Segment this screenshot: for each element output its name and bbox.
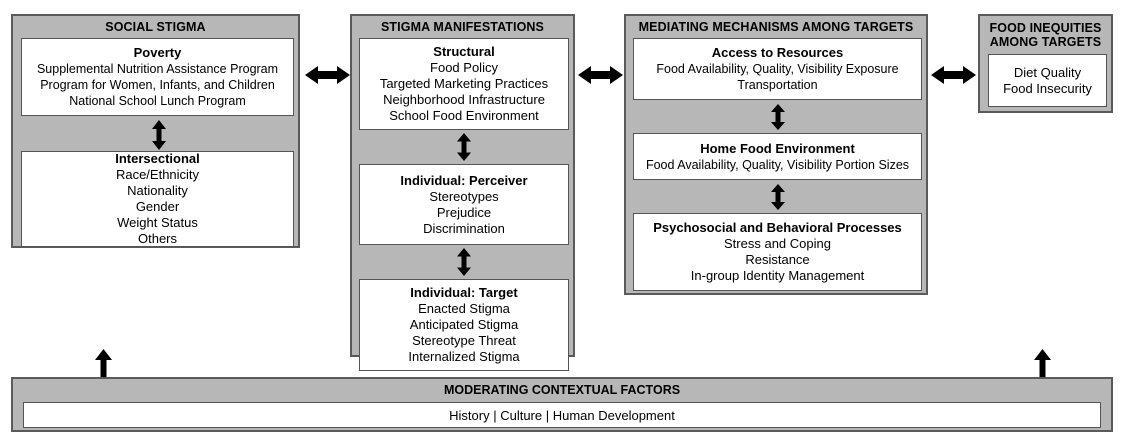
box-line: Internalized Stigma <box>408 349 520 364</box>
box-heading-intersectional: Intersectional <box>115 151 200 166</box>
box-line: Food Availability, Quality, Visibility P… <box>645 157 910 172</box>
panel-title-social-stigma: SOCIAL STIGMA <box>105 20 206 34</box>
up-arrow-left <box>94 349 113 380</box>
box-line: Food Insecurity <box>1003 80 1092 96</box>
box-diet-quality: Diet Quality Food Insecurity <box>988 54 1107 107</box>
panel-title-moderating-contextual-factors: MODERATING CONTEXTUAL FACTORS <box>443 383 681 397</box>
box-line: Neighborhood Infrastructure <box>383 92 545 107</box>
double-headed-vertical-arrow-c2-a <box>456 133 472 161</box>
double-headed-vertical-arrow-c2-b <box>456 248 472 276</box>
box-line: Program for Women, Infants, and Children <box>40 78 275 92</box>
panel-title-line-2: AMONG TARGETS <box>989 35 1102 49</box>
box-heading-individual-target: Individual: Target <box>410 285 518 300</box>
box-line: History | Culture | Human Development <box>449 407 675 423</box>
box-heading-structural: Structural <box>433 44 495 59</box>
box-line: School Food Environment <box>389 108 539 123</box>
box-line: Stereotype Threat <box>412 333 516 348</box>
box-heading-individual-perceiver: Individual: Perceiver <box>400 172 528 188</box>
box-line: Gender <box>135 199 180 214</box>
panel-stigma-manifestations: STIGMA MANIFESTATIONS Structural Food Po… <box>350 14 575 371</box>
box-line: Supplemental Nutrition Assistance Progra… <box>36 62 279 76</box>
box-individual-perceiver: Individual: Perceiver Stereotypes Prejud… <box>359 164 569 245</box>
double-headed-horizontal-arrow-3 <box>931 63 976 87</box>
box-line: Prejudice <box>436 204 492 220</box>
box-line: Nationality <box>127 183 188 198</box>
box-history-culture-human-development: History | Culture | Human Development <box>23 402 1101 428</box>
box-heading-poverty: Poverty <box>133 45 182 60</box>
panel-title-mediating-mechanisms: MEDIATING MECHANISMS AMONG TARGETS <box>638 20 914 34</box>
box-home-food-environment: Home Food Environment Food Availability,… <box>633 133 922 180</box>
box-intersectional: Intersectional Race/Ethnicity Nationalit… <box>21 151 294 247</box>
box-heading-psychosocial-behavioral: Psychosocial and Behavioral Processes <box>653 220 902 235</box>
box-heading-access-to-resources: Access to Resources <box>711 45 844 60</box>
panel-food-inequities: FOOD INEQUITIES AMONG TARGETS Diet Quali… <box>978 14 1113 113</box>
double-headed-horizontal-arrow-2 <box>578 63 623 87</box>
box-line: Enacted Stigma <box>418 301 510 316</box>
box-individual-target: Individual: Target Enacted Stigma Antici… <box>359 279 569 371</box>
double-headed-vertical-arrow-c1 <box>151 120 167 150</box>
double-headed-horizontal-arrow-1 <box>305 63 350 87</box>
box-line: Race/Ethnicity <box>115 167 200 182</box>
box-line: Discrimination <box>423 220 505 236</box>
double-headed-vertical-arrow-c3-a <box>770 104 786 130</box>
box-line: Food Availability, Quality, Visibility E… <box>656 62 899 76</box>
box-line: Anticipated Stigma <box>409 317 519 332</box>
box-line: Others <box>137 231 177 246</box>
panel-mediating-mechanisms: MEDIATING MECHANISMS AMONG TARGETS Acces… <box>624 14 928 295</box>
panel-title-line-1: FOOD INEQUITIES <box>989 21 1102 35</box>
box-line: Targeted Marketing Practices <box>379 76 549 91</box>
box-line: Weight Status <box>117 215 198 230</box>
box-line: National School Lunch Program <box>69 94 246 108</box>
box-poverty: Poverty Supplemental Nutrition Assistanc… <box>21 38 294 116</box>
box-structural: Structural Food Policy Targeted Marketin… <box>359 38 569 130</box>
box-line: In-group Identity Management <box>690 268 865 283</box>
box-psychosocial-behavioral: Psychosocial and Behavioral Processes St… <box>633 213 922 291</box>
box-access-to-resources: Access to Resources Food Availability, Q… <box>633 38 922 100</box>
panel-moderating-contextual-factors: MODERATING CONTEXTUAL FACTORS History | … <box>11 377 1113 432</box>
panel-social-stigma: SOCIAL STIGMA Poverty Supplemental Nutri… <box>11 14 300 248</box>
panel-title-stigma-manifestations: STIGMA MANIFESTATIONS <box>381 20 544 34</box>
panel-title-food-inequities: FOOD INEQUITIES AMONG TARGETS <box>980 16 1111 51</box>
box-line: Stereotypes <box>429 188 499 204</box>
box-line: Stress and Coping <box>724 236 831 251</box>
box-line: Diet Quality <box>1013 64 1082 80</box>
double-headed-vertical-arrow-c3-b <box>770 184 786 210</box>
box-line: Food Policy <box>430 60 498 75</box>
box-line: Transportation <box>737 78 818 92</box>
up-arrow-right <box>1033 349 1052 380</box>
box-heading-home-food-environment: Home Food Environment <box>700 140 855 156</box>
box-line: Resistance <box>745 252 810 267</box>
